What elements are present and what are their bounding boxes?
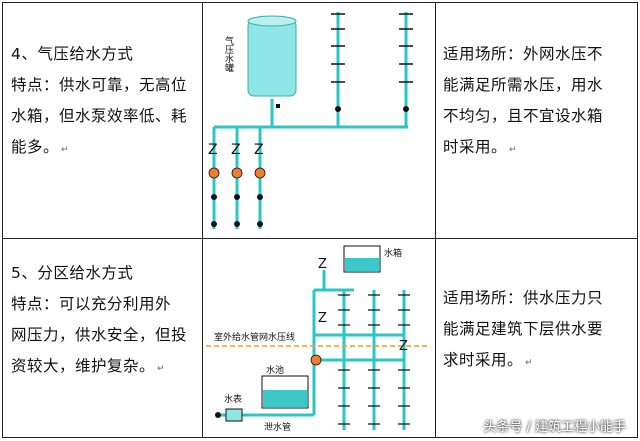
roof-tank-label: 水箱 <box>384 247 402 259</box>
svg-text:Z: Z <box>318 311 327 326</box>
svg-text:Z: Z <box>318 257 327 272</box>
svg-text:Z: Z <box>399 339 408 354</box>
row1-title: 4、气压给水方式 <box>11 45 134 63</box>
roof-water-tank <box>343 245 381 273</box>
valves-2: Z Z Z <box>318 257 408 354</box>
pumps <box>208 167 266 179</box>
meter-label: 水表 <box>224 393 242 405</box>
pressure-line-label: 室外给水管网水压线 <box>214 331 295 343</box>
pressure-tank <box>247 15 297 97</box>
water-meter <box>215 408 243 422</box>
tank-label: 气压水罐 <box>223 35 234 73</box>
pipe-nodes <box>211 104 409 227</box>
faucets <box>331 13 413 83</box>
row2-description: 5、分区给水方式 特点：可以充分利用外 网压力，供水安全，但投 资较大，维护复杂… <box>11 258 187 385</box>
storage-pool <box>261 375 309 409</box>
svg-text:Z: Z <box>254 142 264 158</box>
pump <box>310 354 322 366</box>
watermark: 头条号 / 建筑工程小能手 <box>483 420 626 435</box>
row2-applicability: 适用场所：供水压力只 能满足建筑下层供水要 求时采用。↵ <box>443 289 604 369</box>
row2-title: 5、分区给水方式 <box>11 264 134 282</box>
faucets-2 <box>338 294 410 425</box>
pipe-network-2 <box>218 270 406 430</box>
row-divider <box>3 238 637 239</box>
pipe-network <box>212 12 408 229</box>
column-divider <box>435 3 436 437</box>
svg-text:Z: Z <box>231 142 241 158</box>
drain-label: 泄水管 <box>264 421 291 433</box>
column-divider <box>202 3 203 437</box>
row1-description: 4、气压给水方式 特点：供水可靠，无高位 水箱，但水泵效率低、耗 能多。↵ <box>11 39 187 166</box>
row1-applicability: 适用场所：外网水压不 能满足所需水压，用水 不均匀，且不宜设水箱 时采用。↵ <box>443 45 604 156</box>
pool-label: 水池 <box>266 364 284 376</box>
svg-text:Z: Z <box>208 142 218 158</box>
zoned-supply-diagram: 水箱 室外给水管网水压线 水池 水表 泄水管 Z Z Z <box>206 245 428 433</box>
